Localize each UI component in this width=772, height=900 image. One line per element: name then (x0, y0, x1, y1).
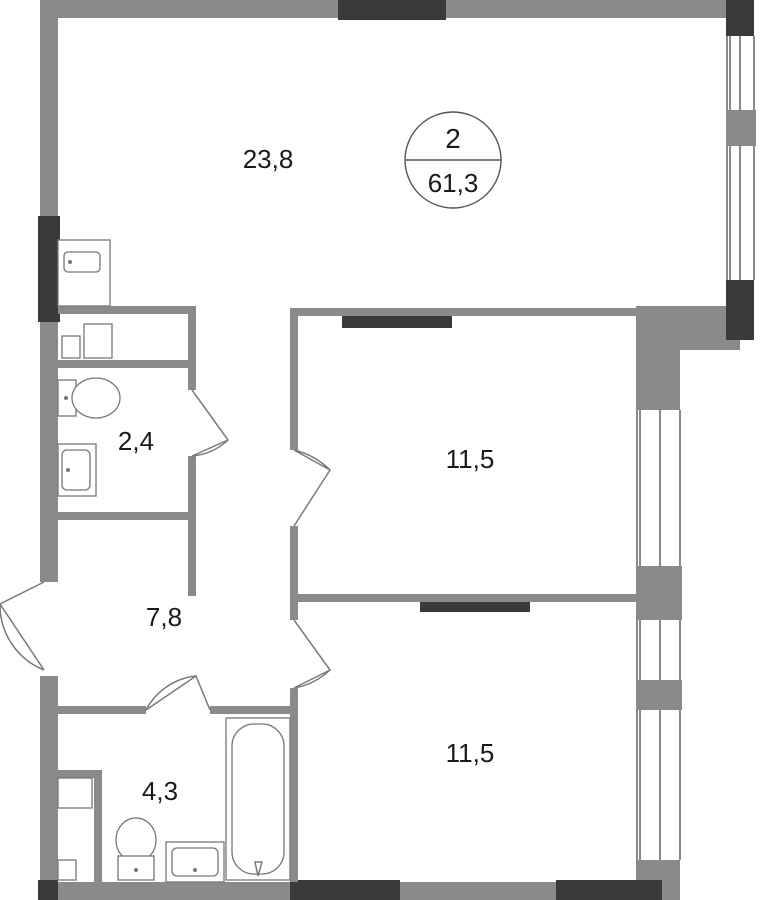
bathtub-icon (225, 717, 291, 881)
column-bottom-right (556, 880, 662, 900)
door-toilet (191, 389, 230, 457)
total-area: 61,3 (428, 168, 479, 198)
interior-walls (58, 306, 640, 882)
column-left (38, 216, 60, 322)
area-toilet: 2,4 (118, 426, 154, 456)
toilet-icon (57, 377, 121, 419)
door-bathroom (145, 674, 211, 711)
utility-box-icon (57, 859, 77, 881)
fixtures (57, 239, 291, 883)
column-top-right (726, 0, 754, 36)
wall-left-lower (40, 676, 58, 900)
apartment-badge: 2 61,3 (404, 111, 502, 209)
rooms-count: 2 (445, 123, 461, 154)
bathroom-washbasin-icon (165, 841, 225, 883)
kitchen-sink-icon (57, 239, 111, 307)
washer-icon (61, 335, 81, 359)
cabinet-icon (83, 323, 113, 359)
door-bedroom-1 (293, 449, 332, 527)
doors (0, 389, 332, 711)
door-entrance (0, 581, 45, 671)
washbasin-icon (57, 443, 97, 497)
column-bottom-left (38, 880, 58, 900)
area-bedroom-2: 11,5 (446, 738, 495, 768)
area-bedroom-1: 11,5 (446, 444, 495, 474)
column-right-mid (726, 280, 754, 340)
area-living-room: 23,8 (243, 144, 294, 174)
door-bedroom-2 (293, 619, 332, 689)
area-bathroom: 4,3 (142, 776, 178, 806)
bathroom-toilet-icon (115, 817, 157, 881)
column-bottom-mid (290, 880, 400, 900)
column-top (338, 0, 446, 20)
area-hallway: 7,8 (146, 602, 182, 632)
washing-machine-icon (57, 777, 93, 809)
windows (636, 36, 756, 860)
